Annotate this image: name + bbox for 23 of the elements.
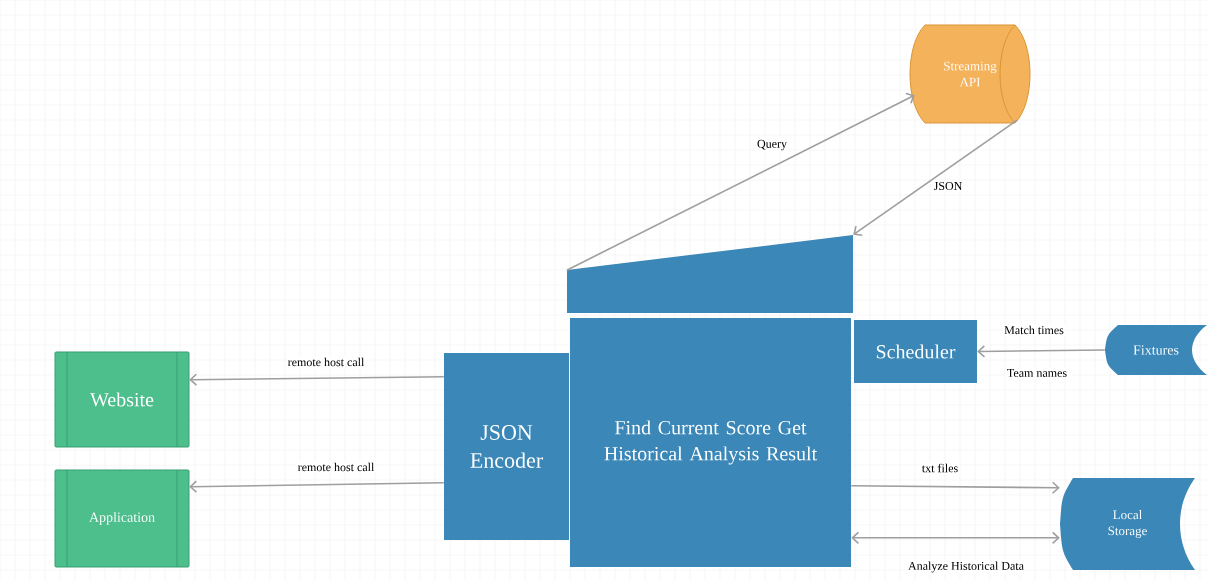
edge-label: JSON bbox=[932, 180, 964, 192]
arrow bbox=[850, 481, 1060, 495]
line-label: Team names bbox=[1005, 367, 1069, 379]
client-box: Application bbox=[54, 469, 190, 568]
arrow bbox=[977, 345, 1106, 358]
edge-label: Analyze Historical Data bbox=[906, 560, 1026, 574]
database-cylinder: Streaming API bbox=[909, 24, 1031, 124]
node-label: Find Current Score Get Historical Analysis Result bbox=[604, 420, 818, 465]
arrow bbox=[853, 119, 1018, 236]
process-box: Scheduler bbox=[854, 320, 977, 383]
edge-label: txt files bbox=[920, 462, 960, 474]
arrow bbox=[189, 480, 445, 493]
arrow bbox=[189, 373, 445, 386]
edge-label: remote host call bbox=[296, 461, 376, 473]
client-box: Website bbox=[54, 351, 190, 448]
arrow bbox=[566, 92, 915, 271]
edge-label: Query bbox=[755, 138, 789, 152]
library-block bbox=[567, 235, 853, 313]
edge-label: remote host call bbox=[286, 356, 366, 368]
process-box: JSON Encoder bbox=[444, 353, 569, 540]
edge-label: Match times bbox=[1002, 324, 1066, 336]
node-label: JSON Encoder bbox=[470, 425, 543, 468]
arrow bbox=[851, 531, 1060, 545]
